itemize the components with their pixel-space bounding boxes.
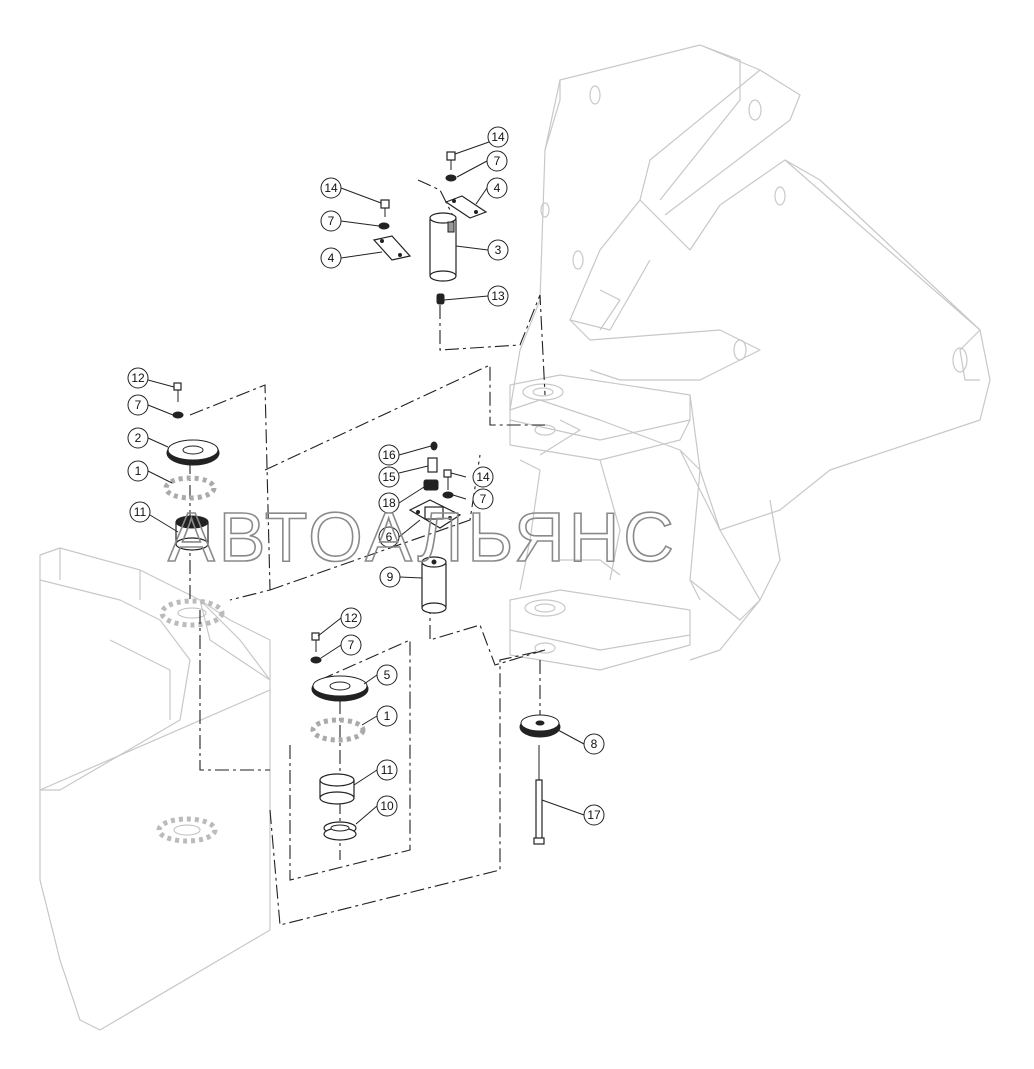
callout-label: 11 [134, 505, 147, 519]
callout: 7 [486, 150, 508, 172]
callout: 4 [320, 247, 342, 269]
callout-label: 12 [131, 371, 145, 385]
plate-4-upper [444, 195, 488, 219]
callout-label: 1 [135, 464, 142, 478]
callout: 17 [583, 804, 605, 826]
watermark-text: АВТОАЛЬЯНС [168, 498, 678, 576]
callout: 12 [340, 607, 362, 629]
callout: 16 [378, 444, 400, 466]
callout: 14 [487, 126, 509, 148]
shim-1-lower [310, 717, 366, 743]
callout-label: 10 [380, 799, 394, 813]
callout: 1 [376, 705, 398, 727]
lower-left-frame-outline [39, 547, 271, 1031]
frame-outline [509, 44, 991, 671]
callout: 1 [127, 460, 149, 482]
washer-7-lower [310, 656, 322, 664]
bearing-11-left [175, 515, 209, 551]
plate-4-lower [372, 235, 412, 261]
bolt-14-upper-left [380, 199, 390, 217]
callout-label: 14 [324, 181, 338, 195]
callout-label: 7 [480, 492, 487, 506]
callout-label: 5 [384, 668, 391, 682]
adapter-15 [427, 457, 438, 473]
washer-7-upper-right [445, 174, 457, 182]
callout-label: 6 [386, 530, 393, 544]
callout: 7 [127, 394, 149, 416]
pin-3 [429, 212, 457, 282]
callout: 5 [376, 664, 398, 686]
shim-1-left [163, 475, 217, 501]
bolt-12-left [173, 382, 182, 402]
callout-label: 1 [384, 709, 391, 723]
callout-label: 14 [476, 470, 490, 484]
callout: 12 [127, 367, 149, 389]
callout: 15 [378, 466, 400, 488]
frame-bolt-ring-upper [159, 598, 225, 628]
bushing-18 [423, 479, 439, 491]
callout-label: 9 [387, 570, 394, 584]
callout-label: 12 [344, 611, 358, 625]
callout-label: 17 [587, 808, 601, 822]
callout-label: 4 [328, 251, 335, 265]
callout: 7 [472, 488, 494, 510]
callout: 6 [378, 526, 400, 548]
frame-bolt-ring-lower [156, 816, 218, 844]
callout-label: 7 [328, 214, 335, 228]
callout: 14 [472, 466, 494, 488]
callout: 7 [320, 210, 342, 232]
washer-8 [519, 714, 561, 738]
bolt-17 [533, 745, 545, 845]
bearing-11-lower [319, 773, 355, 805]
nut-13 [436, 293, 445, 305]
callout-label: 7 [348, 638, 355, 652]
callout: 3 [487, 239, 509, 261]
bolt-14-middle [443, 469, 452, 490]
flange-2 [166, 439, 220, 466]
callout: 11 [129, 501, 151, 523]
callout: 10 [376, 795, 398, 817]
callout: 4 [486, 177, 508, 199]
callout-label: 11 [381, 763, 394, 777]
callout: 18 [378, 492, 400, 514]
callout: 11 [376, 759, 398, 781]
pin-9 [421, 556, 447, 614]
callout-label: 8 [591, 737, 598, 751]
callout-label: 3 [495, 243, 502, 257]
washer-7-left [172, 411, 184, 419]
plate-6 [408, 499, 462, 529]
grease-fitting-16 [430, 441, 438, 451]
callout: 13 [487, 285, 509, 307]
flange-5 [311, 675, 369, 702]
callout-label: 16 [382, 448, 396, 462]
callout: 9 [379, 566, 401, 588]
bolt-14-upper-right [446, 151, 456, 170]
callout-label: 18 [382, 496, 396, 510]
callout-label: 13 [491, 289, 505, 303]
washer-7-upper-left [378, 222, 390, 230]
callout-label: 15 [382, 470, 396, 484]
callout: 14 [320, 177, 342, 199]
callout-label: 2 [135, 431, 142, 445]
bolt-12-lower [311, 632, 320, 652]
callout-label: 14 [491, 130, 505, 144]
callout: 7 [340, 634, 362, 656]
seal-10 [323, 821, 357, 841]
callout: 8 [583, 733, 605, 755]
callout-label: 7 [135, 398, 142, 412]
callout-label: 7 [494, 154, 501, 168]
callout-label: 4 [494, 181, 501, 195]
callout: 2 [127, 427, 149, 449]
leader-lines [147, 141, 585, 825]
